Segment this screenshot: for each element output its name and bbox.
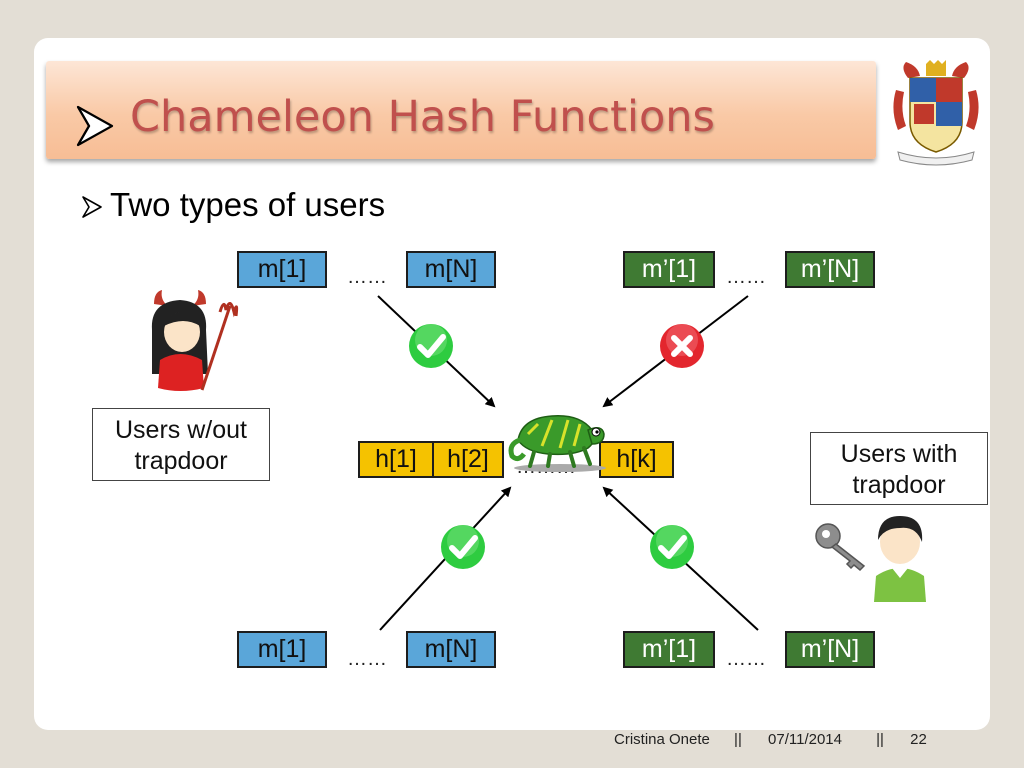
ellipsis: ……: [726, 648, 766, 670]
chameleon-icon: [508, 415, 606, 472]
ellipsis: ……: [347, 266, 387, 288]
cross-icon: [660, 324, 704, 368]
footer: Cristina Onete || 07/11/2014 || 22: [614, 731, 927, 748]
check-icon: [441, 525, 485, 569]
label-users-without-trapdoor: Users w/out trapdoor: [92, 408, 270, 481]
footer-date: 07/11/2014: [768, 731, 842, 748]
devil-user-icon: [151, 290, 239, 391]
bullet-text: Two types of users: [110, 186, 386, 223]
page-title: Chameleon Hash Functions: [130, 92, 715, 142]
hash-box: h[2]: [432, 441, 504, 478]
message-box: m’[1]: [623, 631, 715, 668]
ellipsis: ……: [726, 266, 766, 288]
arrow-bullet-icon: [82, 196, 102, 218]
footer-separator: ||: [876, 731, 884, 748]
message-box: m[N]: [406, 251, 496, 288]
message-box: m[1]: [237, 251, 327, 288]
hash-box: h[1]: [358, 441, 434, 478]
message-box: m’[N]: [785, 251, 875, 288]
key-icon: [815, 523, 866, 572]
footer-page-number: 22: [910, 731, 927, 748]
title-bar: [46, 61, 876, 159]
footer-separator: ||: [734, 731, 742, 748]
crest-logo: [893, 60, 979, 166]
label-users-with-trapdoor: Users with trapdoor: [810, 432, 988, 505]
message-box: m[1]: [237, 631, 327, 668]
check-icon: [650, 525, 694, 569]
message-box: m’[1]: [623, 251, 715, 288]
footer-author: Cristina Onete: [614, 731, 710, 748]
check-icon: [409, 324, 453, 368]
ellipsis: ……: [347, 648, 387, 670]
hash-box: h[k]: [599, 441, 674, 478]
message-box: m’[N]: [785, 631, 875, 668]
arrow-bullet-icon: [76, 105, 114, 147]
user-icon: [874, 516, 926, 602]
message-box: m[N]: [406, 631, 496, 668]
